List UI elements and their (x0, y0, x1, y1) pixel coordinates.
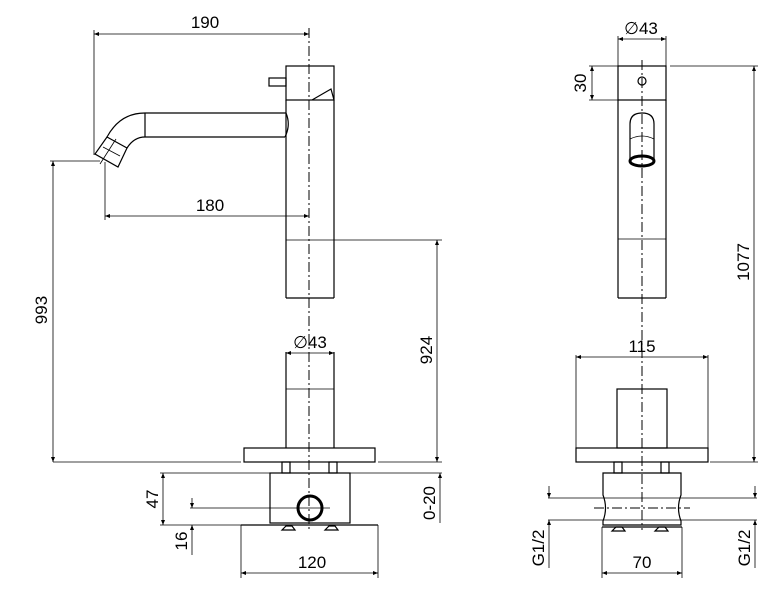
faucet-body (285, 100, 335, 299)
dim-flange-width: 115 (628, 337, 655, 356)
valve-body (602, 472, 682, 526)
dim-column-diameter: ∅43 (624, 19, 658, 38)
dim-deck-to-handle: 924 (417, 336, 436, 364)
dim-connection-right: G1/2 (735, 530, 754, 567)
dim-spout-reach-overall: 190 (191, 13, 219, 32)
dim-column-diameter: ∅43 (293, 333, 327, 352)
dim-deck-thickness: 0-20 (420, 486, 439, 520)
handle (617, 65, 667, 101)
dim-total-height: 1077 (734, 243, 753, 281)
dim-spout-height: 993 (32, 296, 51, 324)
dim-valve-width: 70 (633, 553, 652, 572)
side-view: 190 180 993 924 ∅43 (32, 13, 442, 578)
dim-valve-height: 47 (143, 490, 162, 509)
flange (243, 447, 376, 463)
spout (94, 112, 289, 168)
dim-valve-offset: 16 (172, 532, 191, 551)
dim-handle-height: 30 (571, 74, 590, 93)
valve-body (269, 472, 351, 524)
handle (268, 65, 335, 101)
faucet-body (617, 100, 667, 299)
front-view: ∅43 30 1077 115 (529, 19, 758, 578)
flange (575, 447, 709, 463)
base-column (285, 352, 335, 448)
dim-valve-width: 120 (298, 553, 326, 572)
dim-spout-reach: 180 (196, 196, 224, 215)
aerator (628, 112, 656, 168)
dim-connection-left: G1/2 (529, 530, 548, 567)
indicator-dot (637, 76, 647, 86)
